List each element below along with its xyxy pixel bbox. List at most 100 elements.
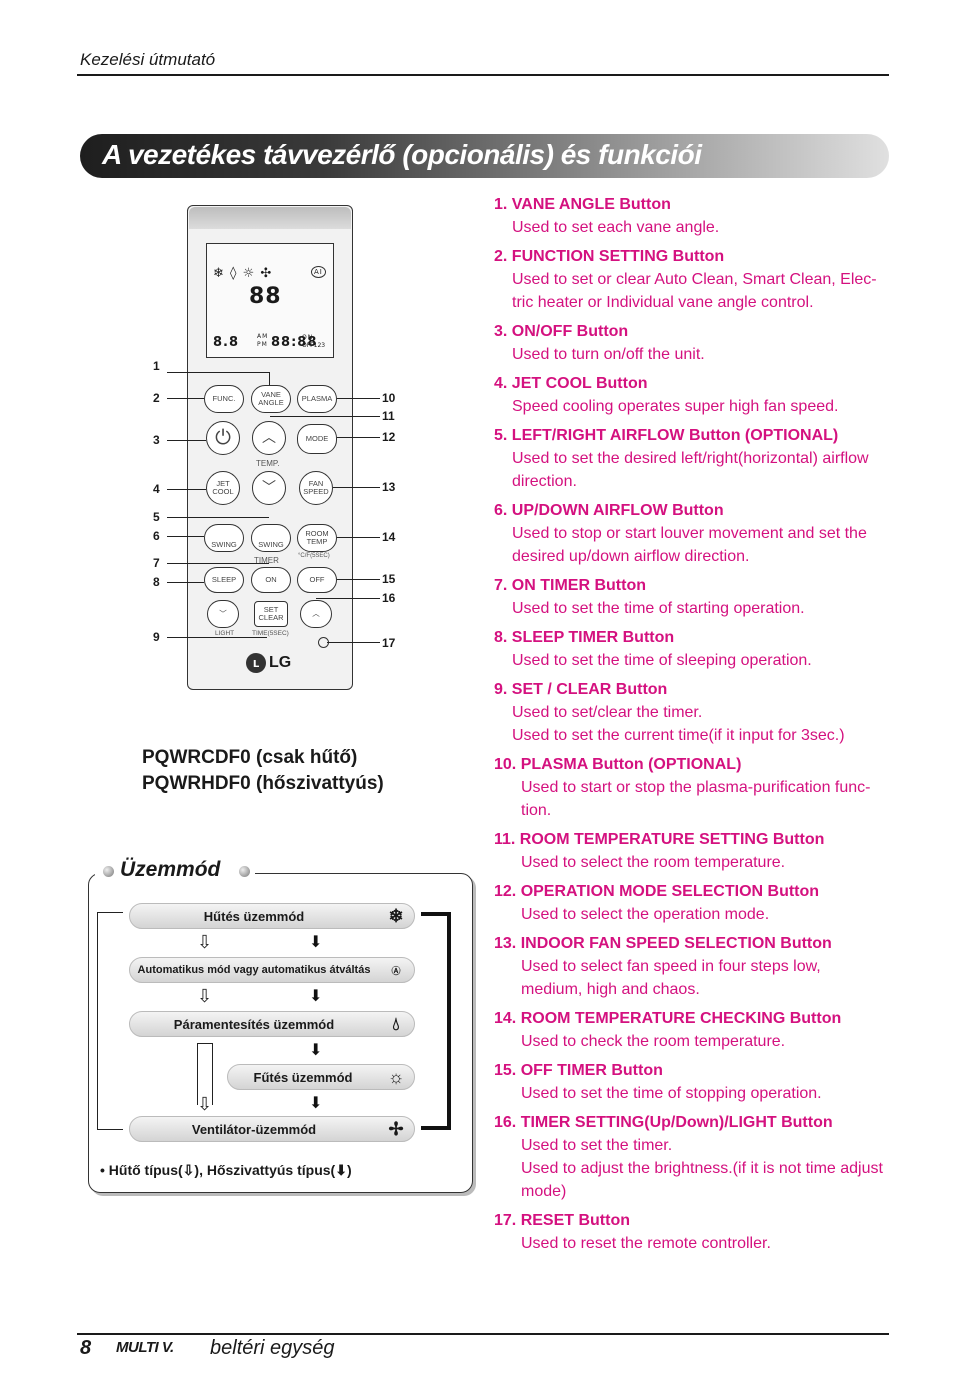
footer-divider [77, 1333, 889, 1335]
leader-13 [333, 487, 380, 488]
page-number: 8 [80, 1337, 92, 1359]
function-desc: Speed cooling operates super high fan sp… [512, 398, 839, 415]
function-desc: Used to adjust the brightness.(if it is … [521, 1160, 883, 1177]
callout-3: 3 [153, 433, 160, 447]
vane-label-2: ANGLE [258, 398, 284, 407]
temp-up-button[interactable]: ︿ [252, 421, 286, 455]
plasma-button[interactable]: PLASMA [297, 385, 337, 413]
leader-8 [167, 582, 204, 583]
fan-label-1: FAN [308, 478, 324, 488]
function-title: 6. UP/DOWN AIRFLOW Button [494, 502, 724, 519]
leader-16 [316, 598, 380, 599]
function-desc: tric heater or Individual vane angle con… [512, 294, 814, 311]
callout-9: 9 [153, 630, 160, 644]
room-label-1: ROOM [305, 528, 329, 538]
func-button[interactable]: FUNC. [204, 385, 244, 413]
arrow-outline-icon: ⇩ [182, 1162, 195, 1178]
timer-down-button[interactable]: ﹀ [207, 600, 239, 628]
sun-icon: ☼ [387, 1066, 405, 1087]
function-desc: Used to set/clear the timer. [512, 704, 703, 721]
room-temp-button[interactable]: ROOM TEMP [297, 524, 337, 552]
lcd-pm: PM [257, 341, 268, 348]
function-desc: Used to select the room temperature. [521, 854, 786, 871]
function-desc: Used to set the time of starting operati… [512, 600, 805, 617]
arrow-filled-icon: ⬇ [335, 1162, 347, 1178]
function-title: 10. PLASMA Button (OPTIONAL) [494, 756, 742, 773]
function-item: 5. LEFT/RIGHT AIRFLOW Button (OPTIONAL)U… [494, 424, 894, 493]
mode-dehumid-label: Páramentesítés üzemmód [173, 1016, 335, 1032]
function-desc: medium, high and chaos. [521, 981, 700, 998]
multi-v-logo: MULTI V. [116, 1339, 174, 1356]
leader-6 [167, 536, 204, 537]
temp-down-button[interactable]: ﹀ [252, 471, 286, 505]
mode-diagram [88, 873, 473, 1193]
timer-label: TIMER [254, 556, 279, 565]
jet-label-1: JET [216, 478, 230, 488]
jet-cool-button[interactable]: JET COOL [206, 471, 240, 505]
mode-cooling: Hűtés üzemmód ❄ [129, 903, 415, 929]
function-title: 3. ON/OFF Button [494, 323, 629, 340]
lg-logo: L LG [245, 652, 295, 674]
vane-angle-button[interactable]: VANE ANGLE [251, 385, 291, 413]
function-title: 1. VANE ANGLE Button [494, 196, 671, 213]
section-banner [80, 134, 889, 178]
bullet-dot [103, 866, 114, 877]
function-desc: Used to select fan speed in four steps l… [521, 958, 821, 975]
leader-2 [167, 398, 204, 399]
fan-label-2: SPEED [303, 487, 329, 496]
loop-line-left [97, 912, 123, 1130]
remote-lcd: ❄ ◊ ☼ ✣ 88 8.8 AM PM 88:88 ON OFF123 AI [206, 243, 334, 358]
mode-title: Üzemmód [120, 858, 221, 881]
sleep-button[interactable]: SLEEP [204, 567, 244, 593]
on-timer-button[interactable]: ON [251, 567, 291, 593]
function-title: 2. FUNCTION SETTING Button [494, 248, 725, 265]
arrow-filled-icon: ⬇ [309, 934, 323, 951]
mode-button[interactable]: MODE [297, 424, 337, 454]
function-title: 8. SLEEP TIMER Button [494, 629, 675, 646]
lcd-off: OFF123 [302, 342, 326, 349]
set-clear-button[interactable]: SET CLEAR [254, 601, 288, 627]
section-title: A vezetékes távvezérlő (opcionális) és f… [102, 139, 702, 170]
arrow-outline-icon: ⇩ [197, 986, 213, 1006]
callout-17: 17 [382, 636, 396, 650]
note-suffix: ) [346, 1162, 352, 1178]
function-title: 12. OPERATION MODE SELECTION Button [494, 883, 820, 900]
off-timer-button[interactable]: OFF [297, 567, 337, 593]
mode-dehumid: Páramentesítés üzemmód 💧︎ [129, 1011, 415, 1037]
mode-auto: Automatikus mód vagy automatikus átváltá… [129, 957, 415, 983]
model-name-cooling: PQWRCDF0 (csak hűtő) [142, 747, 358, 768]
brand-text: LG [269, 654, 292, 671]
lcd-am: AM [257, 333, 269, 340]
callout-6: 6 [153, 529, 160, 543]
power-button[interactable]: ⏻ [206, 421, 240, 455]
callout-11: 11 [382, 409, 395, 423]
fan-speed-button[interactable]: FAN SPEED [299, 471, 333, 505]
leader-5 [167, 517, 269, 518]
ai-icon: Ⓐ [391, 965, 401, 976]
function-title: 17. RESET Button [494, 1212, 631, 1229]
mode-heating: Fűtés üzemmód ☼ [227, 1064, 415, 1090]
vane-label-1: VANE [261, 389, 281, 399]
mode-cooling-label: Hűtés üzemmód [203, 908, 305, 924]
function-desc: Used to stop or start louver movement an… [512, 525, 867, 542]
bullet-dot [239, 866, 250, 877]
callout-2: 2 [153, 391, 160, 405]
function-desc: tion. [521, 802, 552, 819]
left-right-swing-button[interactable]: SWING [204, 524, 244, 552]
chevron-down-icon: ﹀ [262, 479, 276, 496]
mode-heating-label: Fűtés üzemmód [253, 1069, 353, 1085]
lcd-small-digits: 8.8 [213, 335, 240, 350]
function-desc: Used to set each vane angle. [512, 219, 720, 236]
up-down-swing-button[interactable]: SWING [251, 524, 291, 552]
leader-1 [167, 372, 269, 373]
callout-4: 4 [153, 482, 160, 496]
leader-14 [337, 537, 380, 538]
function-desc: Used to set or clear Auto Clean, Smart C… [512, 271, 877, 288]
temp-label: TEMP. [256, 459, 280, 468]
function-desc: Used to start or stop the plasma-purific… [521, 779, 871, 796]
leader-11 [270, 416, 380, 417]
timer-up-button[interactable]: ︿ [300, 600, 332, 628]
